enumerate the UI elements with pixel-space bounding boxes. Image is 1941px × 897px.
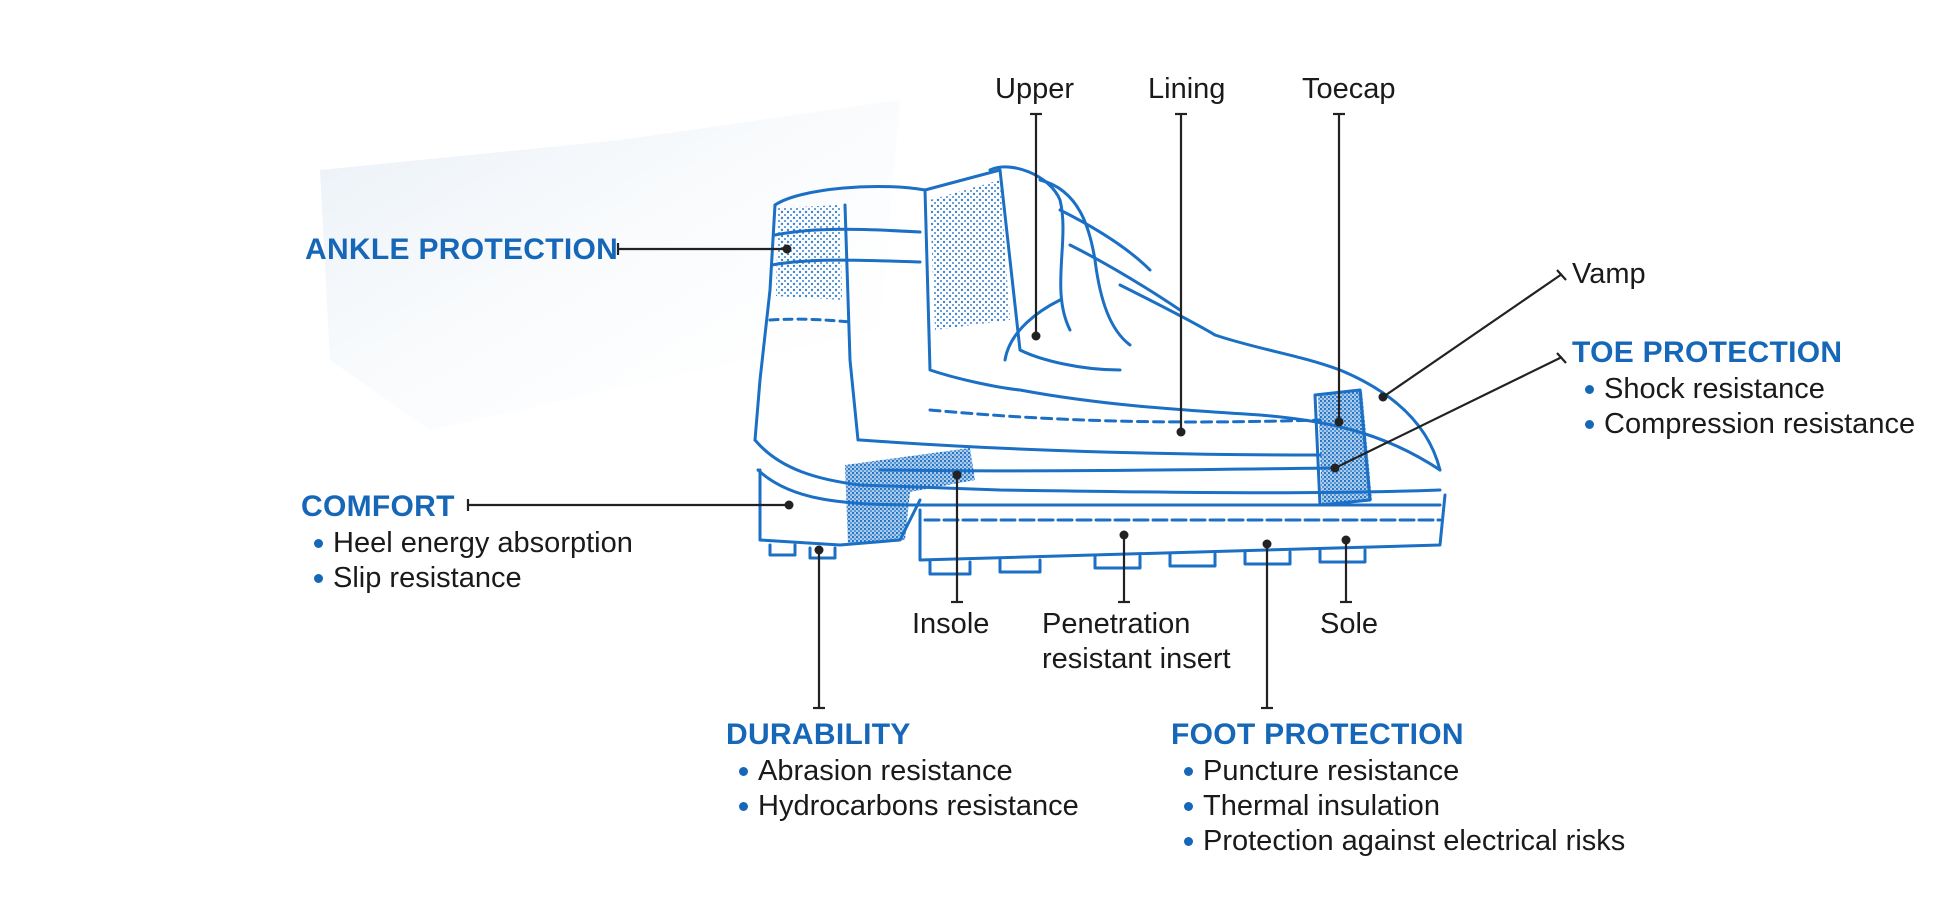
durability-title: DURABILITY <box>726 718 911 751</box>
list-item: Heel energy absorption <box>311 526 633 561</box>
label-lining: Lining <box>1148 73 1226 105</box>
penetration-point <box>1119 530 1129 540</box>
durability-point <box>814 545 824 555</box>
label-sole: Sole <box>1320 608 1379 640</box>
insole-point <box>952 470 962 480</box>
list-item: Puncture resistance <box>1181 754 1625 789</box>
label-toecap: Toecap <box>1302 73 1396 105</box>
toecap-point <box>1334 417 1344 427</box>
ankle-padding <box>776 205 842 300</box>
comfort-title: COMFORT <box>301 490 455 523</box>
comfort-list: Heel energy absorption Slip resistance <box>311 526 633 596</box>
list-item: Thermal insulation <box>1181 789 1625 824</box>
durability-list: Abrasion resistance Hydrocarbons resista… <box>736 754 1079 824</box>
list-item: Slip resistance <box>311 561 633 596</box>
comfort-point <box>784 500 794 510</box>
list-item: Shock resistance <box>1582 372 1915 407</box>
leader-dots <box>782 244 1388 555</box>
toe-protection-title: TOE PROTECTION <box>1572 336 1843 369</box>
vamp-point <box>1378 392 1388 402</box>
list-item: Abrasion resistance <box>736 754 1079 789</box>
background-haze <box>320 100 900 430</box>
sole-point <box>1341 535 1351 545</box>
tongue-padding <box>930 180 1010 330</box>
foot-protection-list: Puncture resistance Thermal insulation P… <box>1181 754 1625 859</box>
heel-back <box>753 203 777 442</box>
list-item: Compression resistance <box>1582 407 1915 442</box>
label-penetration-line2: resistant insert <box>1042 643 1231 675</box>
label-insole: Insole <box>912 608 990 640</box>
lining-point <box>1176 427 1186 437</box>
label-upper: Upper <box>995 73 1074 105</box>
list-item: Hydrocarbons resistance <box>736 789 1079 824</box>
list-item: Protection against electrical risks <box>1181 824 1625 859</box>
label-penetration-line1: Penetration <box>1042 608 1191 640</box>
foot-protection-title: FOOT PROTECTION <box>1171 718 1464 751</box>
toecap-cutaway <box>1318 390 1372 505</box>
ankle-point <box>782 244 792 254</box>
toe-protection-list: Shock resistance Compression resistance <box>1582 372 1915 442</box>
collar-top <box>773 185 927 207</box>
ankle-protection-title: ANKLE PROTECTION <box>305 233 619 266</box>
label-vamp: Vamp <box>1572 258 1646 290</box>
foot-point <box>1262 539 1272 549</box>
heel-cutaway <box>845 448 975 545</box>
upper-point <box>1031 331 1041 341</box>
leader-lines <box>466 112 1567 710</box>
toe-point <box>1330 463 1340 473</box>
